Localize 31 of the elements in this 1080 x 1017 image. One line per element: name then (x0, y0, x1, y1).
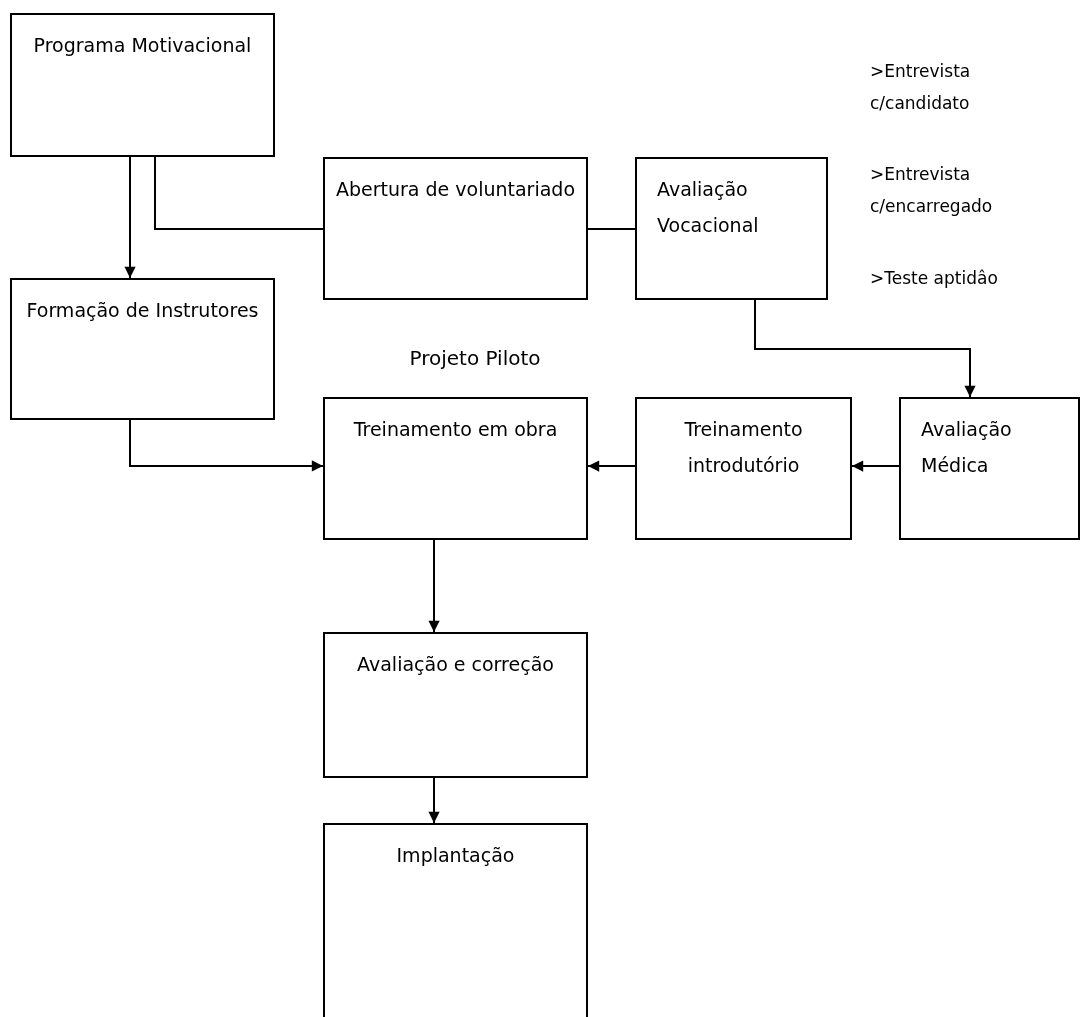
note-text: >Entrevista c/encarregado (870, 163, 994, 218)
box-label: Avaliação Médica (920, 417, 1013, 478)
box-label: Treinamento em obra (352, 417, 559, 442)
box-label: Formação de Instrutores (25, 298, 260, 323)
connector-line (154, 156, 324, 230)
process-box (635, 157, 828, 300)
box-label: Abertura de voluntariado (334, 177, 577, 202)
process-box (10, 13, 275, 157)
arrow (129, 419, 324, 472)
process-box (899, 397, 1080, 540)
arrow (428, 539, 440, 633)
box-label: Programa Motivacional (32, 33, 253, 58)
process-box (323, 823, 588, 1017)
arrow (124, 156, 136, 279)
box-label: Avaliação e correção (356, 652, 555, 677)
note-text: >Entrevista c/candidato (870, 60, 972, 115)
arrow (851, 460, 900, 472)
box-label: Treinamento introdutório (683, 417, 804, 478)
process-box (635, 397, 852, 540)
arrow (428, 777, 440, 824)
arrow (754, 299, 976, 398)
group-label: Projeto Piloto (408, 345, 542, 372)
process-box (323, 632, 588, 778)
connector-line (587, 228, 636, 230)
process-box (323, 157, 588, 300)
note-text: >Teste aptidâo (870, 267, 999, 290)
process-box (10, 278, 275, 420)
box-label: Avaliação Vocacional (656, 177, 760, 238)
arrow (587, 460, 636, 472)
process-box (323, 397, 588, 540)
box-label: Implantação (395, 843, 516, 868)
